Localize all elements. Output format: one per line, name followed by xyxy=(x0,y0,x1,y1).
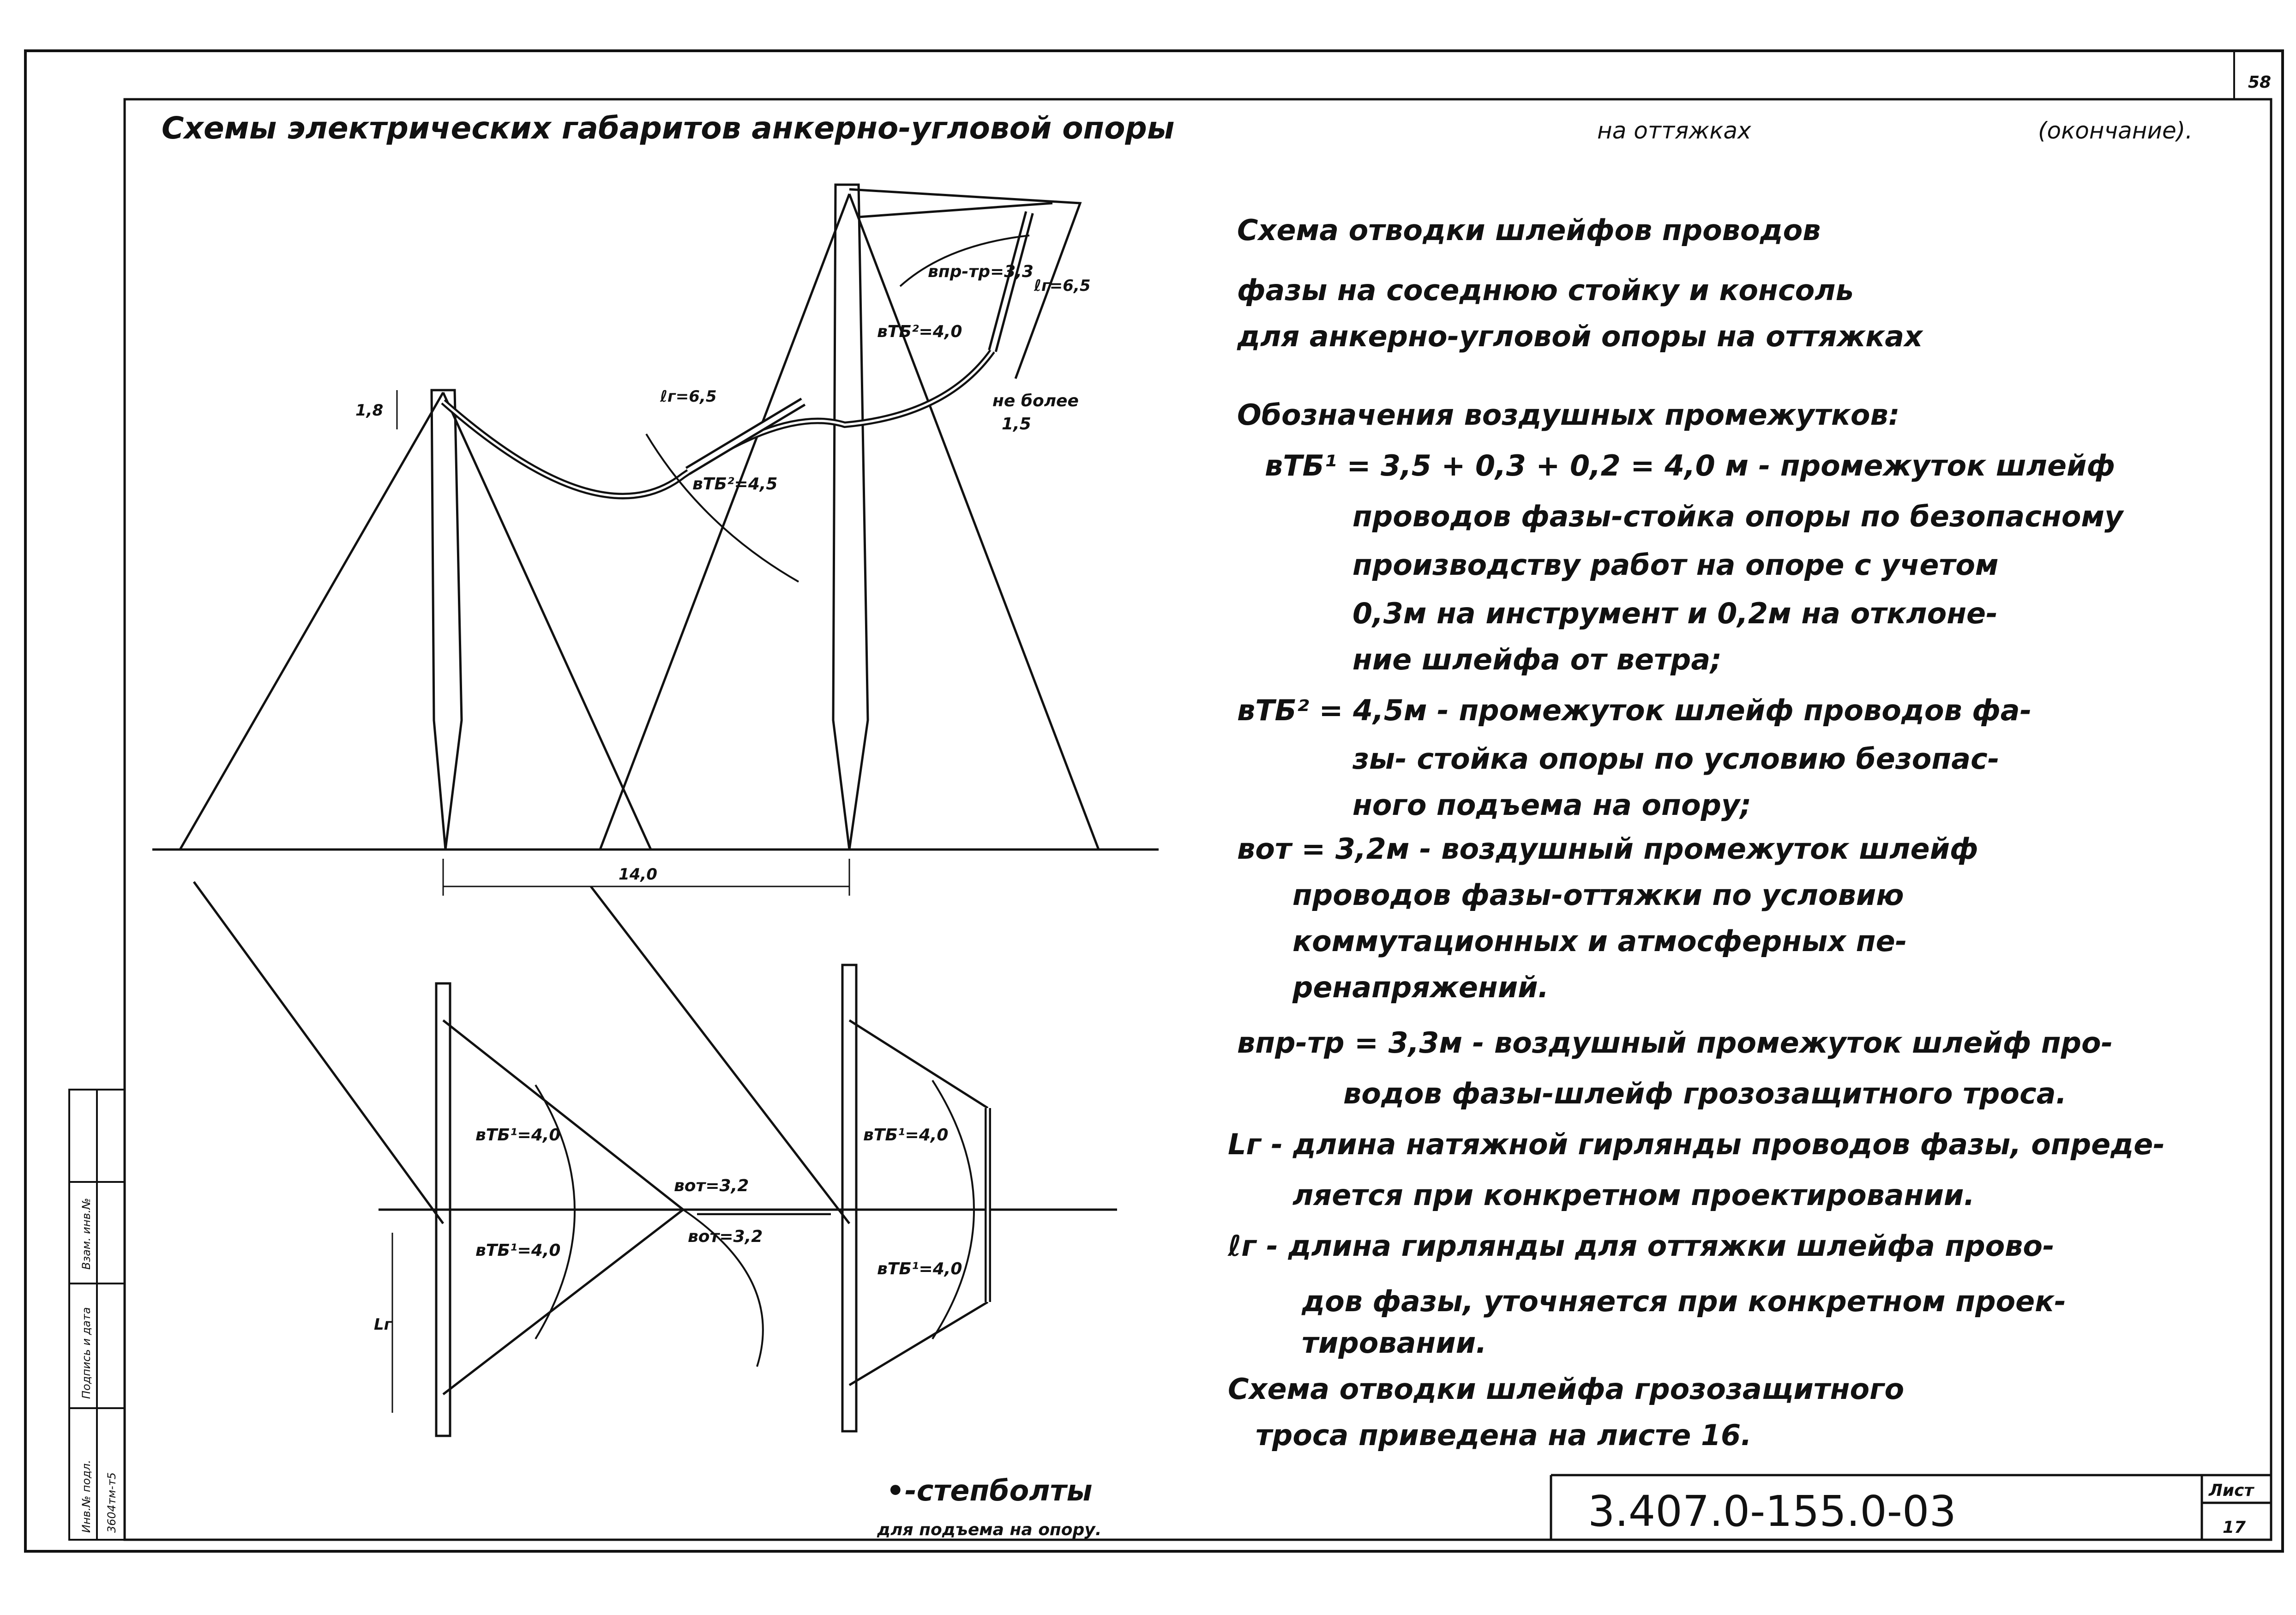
notes-line: производству работ на опоре с учетом xyxy=(1352,548,1999,582)
title-block xyxy=(1550,1474,2271,1540)
clear-label-3: впр-тр=3,3 xyxy=(928,262,1034,281)
notes-heading-1: Схема отводки шлейфов проводов xyxy=(1237,213,1821,247)
notes-line: дов фазы, уточняется при конкретном прое… xyxy=(1301,1284,2066,1318)
notes-line: проводов фазы-стойка опоры по безопасном… xyxy=(1352,500,2124,533)
elevation-labels: 1,8 14,0 ℓг=6,5 ℓг=6,5 вТБ²=4,5 вТБ²=4,0… xyxy=(355,262,1091,884)
continuation-label: (окончание). xyxy=(2038,117,2193,144)
clear-label-1: вТБ²=4,5 xyxy=(692,475,777,494)
stamp-col1: Инв.№ подл. xyxy=(80,1460,93,1533)
height-label: 1,8 xyxy=(355,401,383,420)
right-guy-2 xyxy=(848,193,1100,850)
plan-left-upper: вТБ¹=4,0 xyxy=(475,1126,560,1145)
elevation-view xyxy=(152,183,1159,896)
notes-block: Схема отводки шлейфов проводов фазы на с… xyxy=(1227,213,2165,1452)
stamp-col3: Взам. инв.№ xyxy=(80,1198,93,1270)
notes-line: вТБ² = 4,5м - промежуток шлейф проводов … xyxy=(1237,693,2032,727)
plan-labels: вТБ¹=4,0 вТБ¹=4,0 вот=3,2 вот=3,2 вТБ¹=4… xyxy=(374,1126,1101,1539)
sheet-frame xyxy=(24,49,2284,1553)
notes-line: тировании. xyxy=(1302,1326,1487,1360)
sheet-label: Лист xyxy=(2208,1481,2254,1500)
plan-lg-label: Lг xyxy=(374,1315,393,1334)
drawing-code: 3.407.0-155.0-03 xyxy=(1588,1487,1956,1536)
notes-line: ренапряжений. xyxy=(1292,970,1549,1004)
notes-line: вТБ¹ = 3,5 + 0,3 + 0,2 = 4,0 м - промежу… xyxy=(1265,449,2115,482)
notes-line: Lг - длина натяжной гирлянды проводов фа… xyxy=(1228,1127,2165,1161)
plan-right-upper: вТБ¹=4,0 xyxy=(863,1126,948,1145)
page-title: Схемы электрических габаритов анкерно-уг… xyxy=(162,110,1174,146)
notes-line: зы- стойка опоры по условию безопас- xyxy=(1352,742,2000,776)
right-mast-plan xyxy=(841,964,858,1433)
notes-line: ляется при конкретном проектировании. xyxy=(1292,1178,1975,1212)
plan-right-lower: вТБ¹=4,0 xyxy=(877,1259,962,1278)
notes-line: 0,3м на инструмент и 0,2м на отклоне- xyxy=(1352,597,1998,630)
notes-line: ние шлейфа от ветра; xyxy=(1352,643,1722,676)
not-more-label: не более xyxy=(992,392,1079,410)
notes-line: ℓг - длина гирлянды для оттяжки шлейфа п… xyxy=(1227,1229,2055,1263)
stamp-bottom: 3604тм-т5 xyxy=(105,1472,118,1533)
notes-line: ного подъема на опору; xyxy=(1352,788,1751,822)
notes-line: водов фазы-шлейф грозозащитного троса. xyxy=(1343,1077,2067,1110)
notes-line: коммутационных и атмосферных пе- xyxy=(1292,924,1907,958)
right-guy-1 xyxy=(599,193,851,850)
garland-label-2: ℓг=6,5 xyxy=(1034,277,1091,295)
left-mast xyxy=(430,389,463,850)
garland-label-1: ℓг=6,5 xyxy=(660,387,717,406)
not-more-value: 1,5 xyxy=(1002,415,1031,434)
page-title-suffix: на оттяжках xyxy=(1597,117,1751,144)
sheet-number: 17 xyxy=(2223,1518,2246,1537)
page-number: 58 xyxy=(2248,73,2271,92)
plan-middle-lower: вот=3,2 xyxy=(688,1227,763,1246)
stamp-column xyxy=(68,1089,126,1541)
notes-line: впр-тр = 3,3м - воздушный промежуток шле… xyxy=(1237,1026,2113,1060)
left-guy-1 xyxy=(179,392,445,850)
plan-left-lower: вТБ¹=4,0 xyxy=(475,1241,560,1260)
legend-symbol: • xyxy=(886,1474,905,1507)
notes-line: Схема отводки шлейфа грозозащитного xyxy=(1228,1372,1904,1406)
notes-line: проводов фазы-оттяжки по условию xyxy=(1292,878,1904,912)
plan-view xyxy=(192,881,1117,1437)
plan-middle-upper: вот=3,2 xyxy=(674,1176,749,1195)
clear-label-2: вТБ²=4,0 xyxy=(877,322,962,341)
span-label: 14,0 xyxy=(619,865,657,884)
notes-heading-2: фазы на соседнюю стойку и консоль xyxy=(1237,273,1854,307)
notes-subheading: Обозначения воздушных промежутков: xyxy=(1237,398,1900,432)
notes-line: вот = 3,2м - воздушный промежуток шлейф xyxy=(1237,832,1978,866)
stamp-col2: Подпись и дата xyxy=(80,1307,93,1399)
legend-line2: для подъема на опору. xyxy=(877,1520,1101,1539)
top-crossarm xyxy=(849,188,1082,379)
notes-heading-3: для анкерно-угловой опоры на оттяжках xyxy=(1237,319,1923,353)
left-mast-plan xyxy=(435,982,451,1437)
right-mast xyxy=(832,183,869,850)
notes-line: троса приведена на листе 16. xyxy=(1256,1418,1752,1452)
legend-line1: -степболты xyxy=(905,1474,1093,1507)
left-guy-2 xyxy=(442,392,652,850)
